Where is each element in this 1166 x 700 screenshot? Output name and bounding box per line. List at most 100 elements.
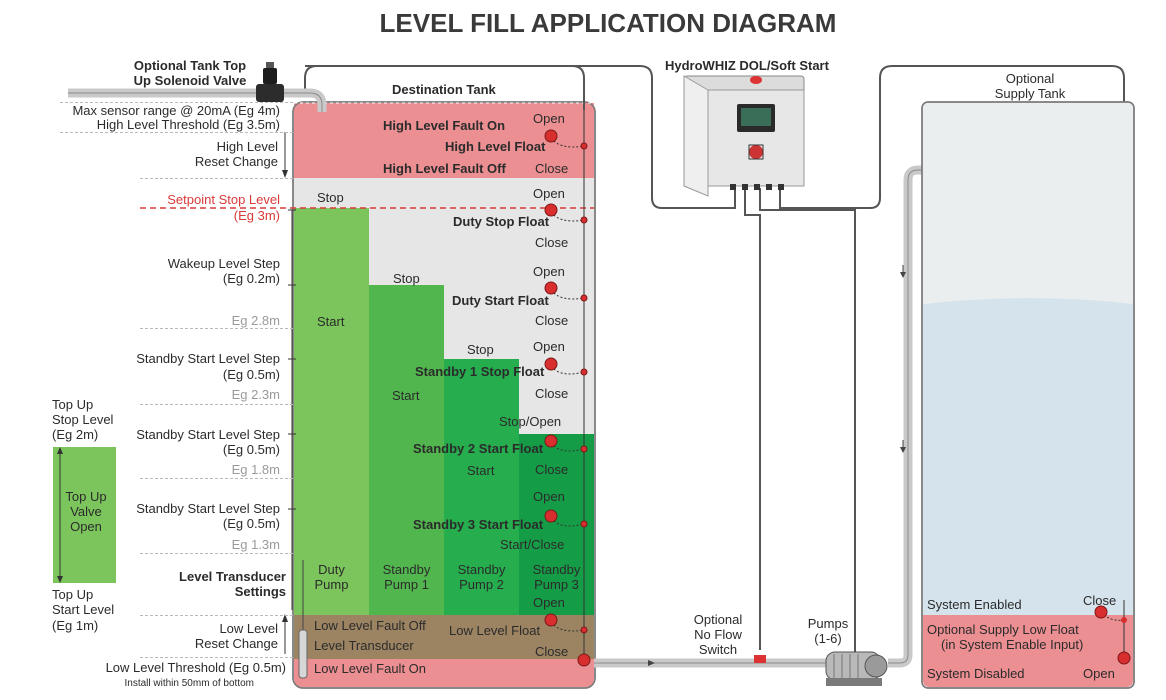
sb3-pump-label-2: Pump 3 [534, 577, 579, 592]
float-chain [544, 110, 591, 667]
eg-23-label: Eg 2.3m [231, 387, 280, 402]
standby1-open-label: Open [533, 339, 565, 354]
low-fault-zone [294, 659, 594, 687]
solenoid-valve-icon [256, 62, 284, 102]
solenoid-label-line2: Up Solenoid Valve [133, 73, 247, 88]
low-level-float-icon [544, 613, 558, 627]
supply-low-float-label-2: (in System Enable Input) [941, 637, 1084, 652]
high-fault-on-label: High Level Fault On [383, 118, 506, 133]
duty-pump-label-1: Duty [318, 562, 345, 577]
duty-start-open-label: Open [533, 264, 565, 279]
standby2-label-1: Standby Start Level Step [136, 427, 280, 442]
pumps-label-2: (1-6) [814, 631, 842, 646]
standby3-start-float-icon [544, 509, 558, 523]
supply-low-float-icon [1094, 605, 1108, 619]
standby2-label-2: (Eg 0.5m) [222, 442, 280, 457]
flow-arrow-icon-2 [900, 272, 906, 278]
no-flow-switch-icon [754, 655, 766, 663]
stop-zone [294, 178, 594, 208]
transducer-settings-label-2: Settings [234, 584, 286, 599]
sb1-pump-label-2: Pump 1 [384, 577, 429, 592]
setpoint-label-1: Setpoint Stop Level [167, 192, 280, 207]
supply-low-float-label-1: Optional Supply Low Float [927, 622, 1079, 637]
start-close-label: Start/Close [500, 537, 565, 552]
sb3-pump-label-1: Standby [532, 562, 581, 577]
topup-stop-label-3: (Eg 2m) [52, 427, 99, 442]
sb2-pump-label-2: Pump 2 [459, 577, 504, 592]
controller-icon [683, 75, 805, 197]
standby2-start-label: Start [467, 463, 495, 478]
low-level-zone [294, 615, 594, 659]
high-fault-off-label: High Level Fault Off [383, 161, 506, 176]
supply-open-label: Open [1083, 666, 1115, 681]
standby1-label-1: Standby Start Level Step [136, 351, 280, 366]
pump-icon [825, 651, 888, 686]
topup-valve-label-2: Valve [70, 504, 102, 519]
step-ticks [288, 209, 296, 510]
topup-stop-label-2: Stop Level [52, 412, 114, 427]
high-threshold-label: High Level Threshold (Eg 3.5m) [96, 117, 280, 132]
duty-stop-close-label: Close [535, 235, 569, 250]
max-sensor-label: Max sensor range @ 20mA (Eg 4m) [72, 103, 280, 118]
supply-water [923, 298, 1133, 615]
high-level-zone [294, 103, 594, 178]
standby3-open-label: Open [533, 489, 565, 504]
supply-tank-label-line2: Supply Tank [994, 86, 1066, 101]
duty-stop-float-icon [544, 203, 558, 217]
sb1-pump-label-1: Standby [382, 562, 431, 577]
standby3-label-2: (Eg 0.5m) [222, 516, 280, 531]
low-fault-off-label: Low Level Fault Off [314, 618, 426, 633]
duty-start-float-label: Duty Start Float [452, 293, 549, 308]
grey-cover-2 [444, 285, 594, 359]
high-reset-label-2: Reset Change [194, 154, 278, 169]
duty-stop-open-label: Open [533, 186, 565, 201]
topup-start-label-3: (Eg 1m) [52, 618, 99, 633]
standby2-start-float-icon [544, 434, 558, 448]
supply-tank-label-line1: Optional [1005, 71, 1055, 86]
high-reset-label-1: High Level [216, 139, 278, 154]
topup-valve-bar [53, 447, 116, 583]
low-float-close-label: Close [535, 644, 569, 659]
standby1-start-label: Start [392, 388, 420, 403]
level-transducer-icon [298, 560, 308, 679]
grey-cover-1 [369, 208, 594, 285]
topup-start-label-2: Start Level [52, 602, 115, 617]
cables [304, 65, 1125, 655]
pumps-label-1: Pumps [807, 616, 849, 631]
high-float-label: High Level Float [445, 139, 546, 154]
topup-stop-label-1: Top Up [52, 397, 94, 412]
stop-label-2: Stop [393, 271, 420, 286]
eg-13-label: Eg 1.3m [231, 537, 280, 552]
duty-stop-float-label: Duty Stop Float [453, 214, 550, 229]
standby1-stop-float-label: Standby 1 Stop Float [415, 364, 545, 379]
flow-arrow-icon-3 [900, 447, 906, 453]
system-disabled-label: System Disabled [927, 666, 1025, 681]
system-enabled-label: System Enabled [927, 597, 1022, 612]
float-anchor-icon [577, 653, 591, 667]
pipes [68, 88, 928, 668]
transducer-settings-label-1: Level Transducer [179, 569, 286, 584]
topup-start-label-1: Top Up [52, 587, 94, 602]
low-float-open-label: Open [533, 595, 565, 610]
high-float-close-label: Close [535, 161, 569, 176]
topup-valve-label-3: Open [70, 519, 102, 534]
eg-28-label: Eg 2.8m [231, 313, 280, 328]
stop-label-3: Stop [467, 342, 494, 357]
destination-tank-label: Destination Tank [392, 82, 496, 97]
reset-arrows [284, 132, 293, 654]
duty-pump-label-2: Pump [314, 577, 349, 592]
install-note: Install within 50mm of bottom [124, 678, 255, 689]
solenoid-label-line1: Optional Tank Top [133, 58, 247, 73]
low-reset-label-1: Low Level [219, 621, 278, 636]
high-float-open-label: Open [533, 111, 565, 126]
controller-label: HydroWHIZ DOL/Soft Start [665, 58, 829, 73]
low-threshold-label: Low Level Threshold (Eg 0.5m) [105, 660, 286, 675]
no-flow-label-1: Optional [693, 612, 743, 627]
standby1-close-label: Close [535, 386, 569, 401]
low-fault-on-label: Low Level Fault On [314, 661, 427, 676]
wakeup-label-1: Wakeup Level Step [167, 256, 280, 271]
stop-label: Stop [317, 190, 344, 205]
sb2-pump-label-1: Standby [457, 562, 506, 577]
destination-tank [140, 101, 596, 689]
page-title: LEVEL FILL APPLICATION DIAGRAM [379, 8, 837, 38]
